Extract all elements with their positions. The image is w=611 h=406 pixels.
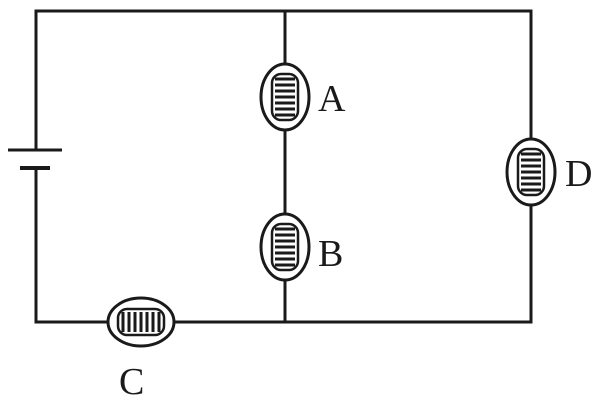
label-c: C <box>119 361 144 403</box>
bulb-a <box>259 62 311 132</box>
bulb-b <box>259 212 311 282</box>
label-d: D <box>565 153 592 195</box>
label-b: B <box>318 233 343 275</box>
bulb-d <box>505 137 557 207</box>
label-a: A <box>318 78 346 120</box>
battery-symbol <box>8 148 62 170</box>
bulb-c <box>106 296 176 348</box>
